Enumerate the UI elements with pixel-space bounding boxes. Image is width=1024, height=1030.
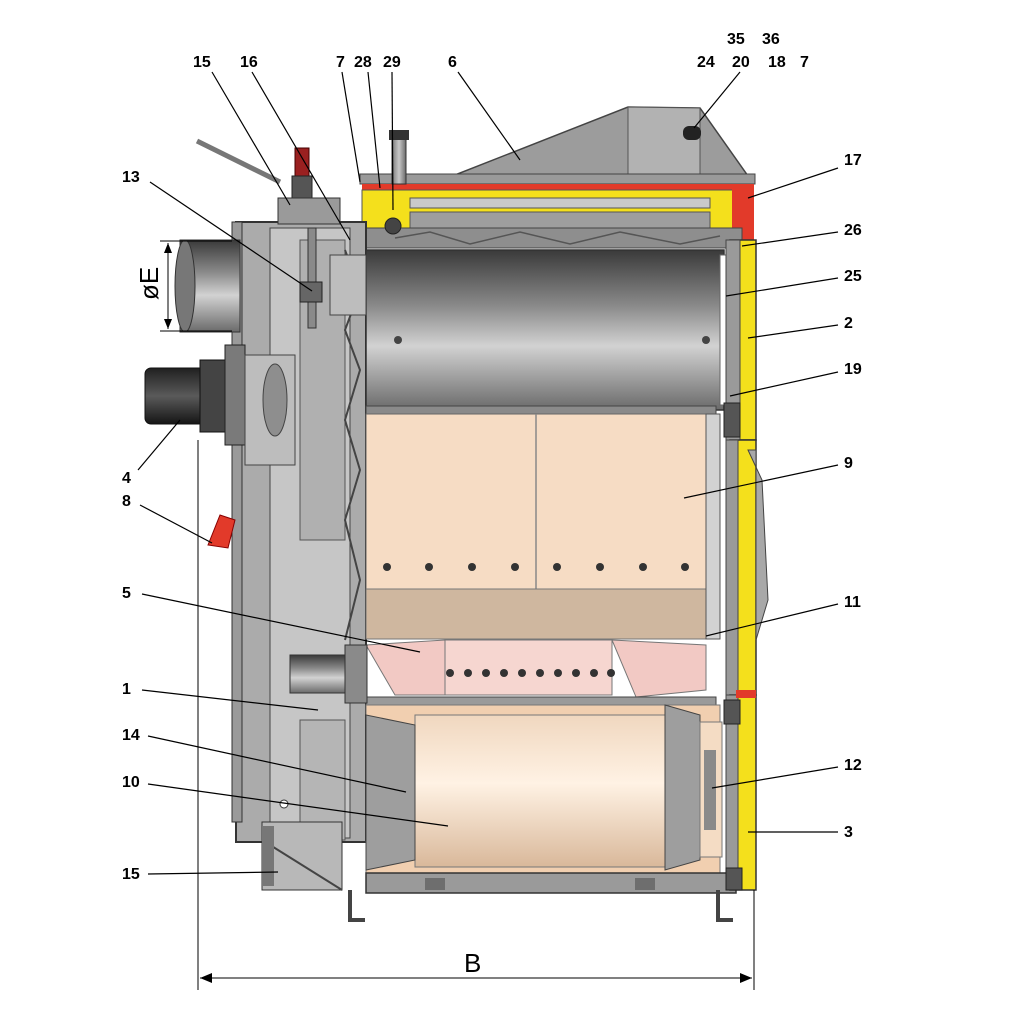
heat-exchanger-tube bbox=[365, 249, 725, 411]
callout-24: 24 bbox=[697, 54, 715, 71]
red-lever-icon bbox=[207, 514, 236, 549]
callout-12: 12 bbox=[844, 757, 862, 774]
callout-6: 6 bbox=[448, 54, 457, 71]
callout-4: 4 bbox=[122, 470, 131, 487]
callout-26: 26 bbox=[844, 222, 862, 239]
flue-outlet bbox=[174, 239, 367, 333]
callout-13: 13 bbox=[122, 169, 140, 186]
callout-14: 14 bbox=[122, 727, 140, 744]
callout-35: 35 bbox=[727, 31, 745, 48]
dimension-lines bbox=[160, 240, 755, 990]
chimney-pipe bbox=[391, 135, 407, 185]
callout-19: 19 bbox=[844, 361, 862, 378]
callout-36: 36 bbox=[762, 31, 780, 48]
callout-3: 3 bbox=[844, 824, 853, 841]
top-insulation bbox=[361, 184, 754, 249]
callout-1: 1 bbox=[122, 681, 131, 698]
callout-11: 11 bbox=[844, 594, 861, 611]
callout-17: 17 bbox=[844, 152, 862, 169]
combustion-drum bbox=[365, 704, 737, 894]
top-hood bbox=[359, 106, 756, 185]
lower-side-pipe bbox=[289, 654, 353, 694]
nozzle-zone bbox=[365, 639, 717, 706]
callout-8: 8 bbox=[122, 493, 131, 510]
boiler-body bbox=[231, 221, 367, 843]
callout-labels: 15 16 7 28 29 6 35 36 24 20 18 7 13 17 2… bbox=[122, 31, 862, 978]
callout-18: 18 bbox=[768, 54, 786, 71]
draft-regulator bbox=[195, 138, 341, 225]
callout-25: 25 bbox=[844, 268, 862, 285]
callout-9: 9 bbox=[844, 455, 853, 472]
dimension-diameter-e: øE bbox=[134, 267, 164, 300]
callout-2: 2 bbox=[844, 315, 853, 332]
callout-15-top: 15 bbox=[193, 54, 211, 71]
base-legs bbox=[261, 821, 733, 922]
callout-28: 28 bbox=[354, 54, 372, 71]
thermostat-knob-icon bbox=[683, 126, 701, 140]
fan-motor bbox=[144, 344, 296, 466]
callout-5: 5 bbox=[122, 585, 131, 602]
callout-20: 20 bbox=[732, 54, 750, 71]
callout-15-bottom: 15 bbox=[122, 866, 140, 883]
callout-7-left: 7 bbox=[336, 54, 345, 71]
callout-16: 16 bbox=[240, 54, 258, 71]
dimension-width-b: B bbox=[464, 948, 481, 978]
callout-29: 29 bbox=[383, 54, 401, 71]
fuel-chamber bbox=[365, 413, 721, 640]
front-doors bbox=[723, 239, 769, 891]
callout-7-right: 7 bbox=[800, 54, 809, 71]
callout-10: 10 bbox=[122, 774, 140, 791]
